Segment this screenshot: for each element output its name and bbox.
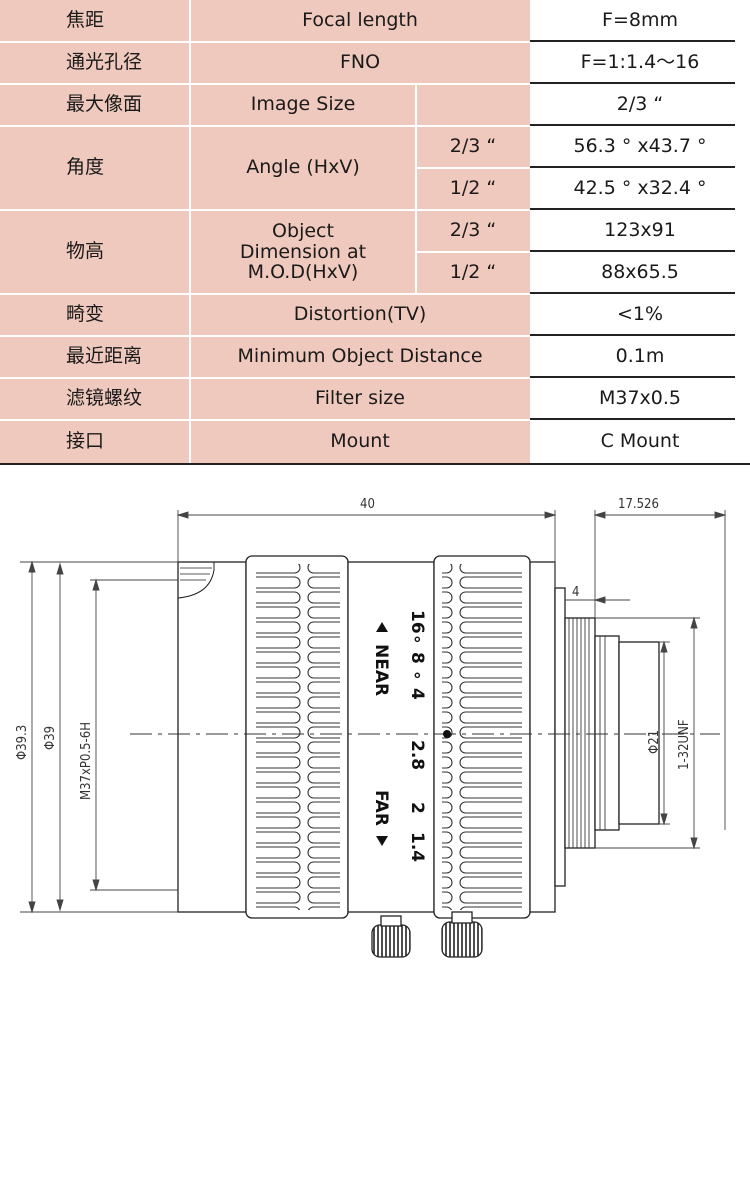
label-en-mount: Mount bbox=[190, 420, 530, 464]
value-focal-length: F=8mm bbox=[530, 0, 750, 42]
scale-1-4: 1.4 bbox=[407, 832, 427, 862]
value-filter: M37x0.5 bbox=[530, 378, 750, 420]
far-arrow-icon bbox=[376, 836, 388, 846]
label-en-focal-length: Focal length bbox=[190, 0, 530, 42]
scale-dot-1: ∘ bbox=[407, 634, 427, 645]
far-label: FAR bbox=[371, 790, 391, 826]
focus-ring-knurl bbox=[256, 564, 340, 910]
label-cn-mount: 接口 bbox=[0, 420, 190, 464]
grid-line bbox=[0, 293, 530, 295]
value-object-1-2: 88x65.5 bbox=[530, 252, 750, 294]
front-chamfer bbox=[177, 561, 215, 599]
value-separator bbox=[530, 124, 735, 126]
table-bottom-line bbox=[0, 463, 750, 465]
scale-2-8: 2.8 bbox=[407, 740, 427, 770]
label-en-distortion: Distortion(TV) bbox=[190, 294, 530, 336]
mount-inner-dia-label: Φ21 bbox=[647, 730, 662, 754]
value-separator bbox=[530, 292, 735, 294]
value-angle-1-2: 42.5 ° x32.4 ° bbox=[530, 168, 750, 210]
spec-table: 焦距 Focal length F=8mm 通光孔径 FNO F=1:1.4～1… bbox=[0, 0, 750, 466]
near-far-labels: NEAR FAR bbox=[371, 622, 391, 846]
grid-line bbox=[189, 0, 191, 464]
value-separator bbox=[530, 376, 735, 378]
rear-element bbox=[618, 641, 660, 825]
label-en-angle: Angle (HxV) bbox=[190, 126, 416, 210]
focus-lock-screw bbox=[371, 924, 411, 958]
focus-scale: 16 ∘ 8 ∘ 4 2.8 2 1.4 bbox=[407, 610, 427, 862]
value-separator bbox=[530, 166, 735, 168]
near-label: NEAR bbox=[371, 644, 391, 696]
value-mount: C Mount bbox=[530, 420, 750, 464]
label-cn-distortion: 畸变 bbox=[0, 294, 190, 336]
label-cn-mod: 最近距离 bbox=[0, 336, 190, 378]
grid-line bbox=[416, 167, 530, 169]
object-line-3: M.O.D(HxV) bbox=[247, 261, 359, 284]
front-barrel bbox=[177, 561, 247, 913]
scale-8: 8 bbox=[407, 652, 427, 664]
grid-line bbox=[0, 41, 530, 43]
value-separator bbox=[530, 334, 735, 336]
label-en-mod: Minimum Object Distance bbox=[190, 336, 530, 378]
value-angle-2-3: 56.3 ° x43.7 ° bbox=[530, 126, 750, 168]
index-dot bbox=[443, 730, 451, 738]
dim-body-dia-label: Φ39 bbox=[43, 726, 58, 750]
image-size-empty-cell bbox=[416, 84, 530, 126]
value-image-size: 2/3 “ bbox=[530, 84, 750, 126]
scale-16: 16 bbox=[407, 610, 427, 634]
angle-sub-2-3: 2/3 “ bbox=[416, 126, 530, 168]
label-en-fno: FNO bbox=[190, 42, 530, 84]
value-fno: F=1:1.4～16 bbox=[530, 42, 750, 84]
label-cn-angle: 角度 bbox=[0, 126, 190, 210]
dim-length-label: 40 bbox=[360, 497, 375, 512]
dim-outer-dia-label: Φ39.3 bbox=[15, 725, 30, 760]
object-sub-2-3: 2/3 “ bbox=[416, 210, 530, 252]
grid-line bbox=[0, 125, 530, 127]
value-distortion: <1% bbox=[530, 294, 750, 336]
object-line-2: Dimension at bbox=[239, 240, 367, 263]
scale-4: 4 bbox=[407, 688, 427, 700]
label-cn-image-size: 最大像面 bbox=[0, 84, 190, 126]
filter-thread-label: M37xP0.5-6H bbox=[79, 722, 94, 800]
value-mod: 0.1m bbox=[530, 336, 750, 378]
value-separator bbox=[530, 208, 735, 210]
dim-back-focus-label: 17.526 bbox=[618, 497, 659, 512]
iris-ring-knurl bbox=[442, 564, 522, 910]
value-object-2-3: 123x91 bbox=[530, 210, 750, 252]
grid-line bbox=[0, 209, 530, 211]
value-separator bbox=[530, 418, 735, 420]
label-cn-object: 物高 bbox=[0, 210, 190, 294]
scale-band bbox=[347, 561, 435, 913]
grid-line bbox=[0, 419, 530, 421]
rear-body bbox=[529, 561, 556, 913]
value-separator bbox=[530, 40, 735, 42]
label-en-object: Object Dimension at M.O.D(HxV) bbox=[190, 210, 416, 294]
label-en-image-size: Image Size bbox=[190, 84, 416, 126]
value-separator bbox=[530, 82, 735, 84]
label-cn-fno: 通光孔径 bbox=[0, 42, 190, 84]
scale-2: 2 bbox=[407, 802, 427, 814]
label-en-filter: Filter size bbox=[190, 378, 530, 420]
mount-thread-label: 1-32UNF bbox=[677, 719, 692, 770]
lens-drawing: 16 ∘ 8 ∘ 4 2.8 2 1.4 NEAR FAR bbox=[0, 470, 750, 990]
object-sub-1-2: 1/2 “ bbox=[416, 252, 530, 294]
label-cn-focal-length: 焦距 bbox=[0, 0, 190, 42]
grid-line bbox=[416, 251, 530, 253]
grid-line bbox=[0, 335, 530, 337]
object-line-1: Object bbox=[272, 219, 334, 242]
iris-lock-screw bbox=[441, 921, 483, 958]
lens-drawing-svg: 16 ∘ 8 ∘ 4 2.8 2 1.4 NEAR FAR bbox=[15, 497, 727, 958]
grid-line bbox=[415, 84, 417, 294]
value-separator bbox=[530, 250, 735, 252]
near-arrow-icon bbox=[376, 622, 388, 632]
c-mount bbox=[564, 617, 596, 849]
label-cn-filter: 滤镜螺纹 bbox=[0, 378, 190, 420]
grid-line bbox=[0, 83, 530, 85]
angle-sub-1-2: 1/2 “ bbox=[416, 168, 530, 210]
dim-flange-label: 4 bbox=[572, 585, 579, 600]
scale-dot-2: ∘ bbox=[407, 670, 427, 681]
grid-line bbox=[0, 377, 530, 379]
